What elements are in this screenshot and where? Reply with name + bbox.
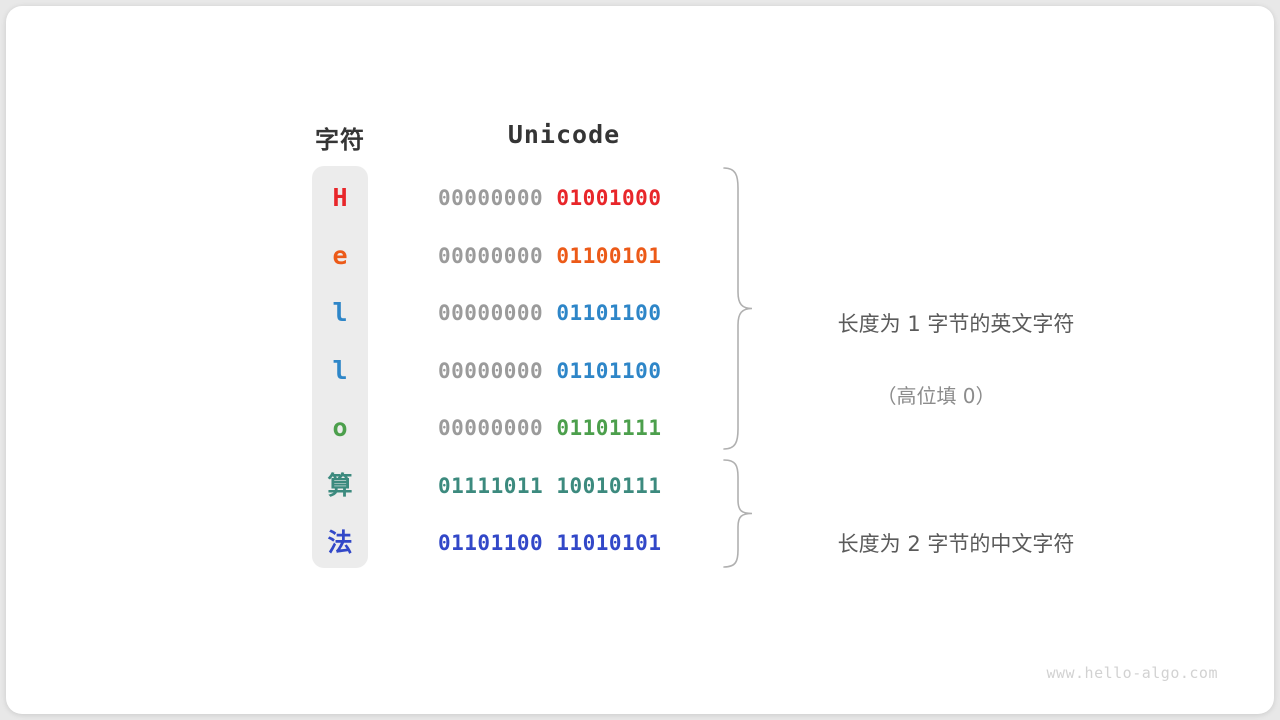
- annotation-one-byte: 长度为 1 字节的英文字符 （高位填 0）: [776, 270, 1096, 486]
- annotation-two-byte-main: 长度为 2 字节的中文字符: [837, 532, 1075, 556]
- binary-row: 00000000 01101100: [438, 299, 690, 327]
- character-cell: 法: [327, 528, 353, 557]
- character-column-panel: [312, 166, 368, 568]
- binary-byte-separator: [543, 186, 556, 210]
- binary-row: 01101100 11010101: [438, 529, 690, 557]
- watermark: www.hello-algo.com: [1046, 664, 1218, 682]
- character-cell: l: [332, 298, 348, 327]
- brace-one-byte-group: [722, 166, 758, 451]
- binary-low-byte: 11010101: [556, 531, 662, 555]
- binary-high-byte: 00000000: [438, 301, 544, 325]
- binary-high-byte: 00000000: [438, 186, 544, 210]
- binary-low-byte: 01101111: [556, 416, 662, 440]
- diagram-card: 字符 Unicode H 00000000 01001000 e 00000000 0…: [6, 6, 1274, 714]
- binary-byte-separator: [543, 359, 556, 383]
- column-header-unicode: Unicode: [507, 120, 621, 149]
- character-cell: l: [332, 355, 348, 385]
- character-cell: H: [332, 183, 348, 212]
- binary-row: 00000000 01001000: [438, 184, 690, 212]
- binary-row: 01111011 10010111: [438, 472, 690, 500]
- binary-low-byte: 10010111: [556, 473, 662, 498]
- annotation-two-byte: 长度为 2 字节的中文字符: [776, 490, 1096, 598]
- binary-byte-separator: [543, 474, 556, 498]
- binary-low-byte: 01001000: [556, 186, 662, 210]
- binary-low-byte: 01100101: [556, 243, 662, 268]
- binary-high-byte: 01111011: [438, 473, 544, 498]
- binary-low-byte: 01101100: [556, 301, 662, 325]
- binary-byte-separator: [543, 416, 556, 440]
- binary-high-byte: 00000000: [438, 358, 544, 383]
- binary-byte-separator: [543, 244, 556, 268]
- binary-byte-separator: [543, 301, 556, 325]
- binary-row: 00000000 01101100: [438, 357, 690, 385]
- column-header-character: 字符: [315, 127, 365, 154]
- binary-row: 00000000 01100101: [438, 242, 690, 270]
- character-cell: o: [332, 413, 348, 442]
- binary-high-byte: 00000000: [438, 243, 544, 268]
- annotation-one-byte-sub: （高位填 0）: [876, 384, 996, 408]
- binary-high-byte: 00000000: [438, 416, 544, 440]
- binary-high-byte: 01101100: [438, 531, 544, 555]
- binary-low-byte: 01101100: [556, 358, 662, 383]
- character-cell: e: [332, 240, 348, 270]
- annotation-one-byte-main: 长度为 1 字节的英文字符: [837, 312, 1075, 336]
- brace-two-byte-group: [722, 458, 758, 570]
- binary-byte-separator: [543, 531, 556, 555]
- character-cell: 算: [327, 470, 353, 500]
- binary-row: 00000000 01101111: [438, 414, 690, 442]
